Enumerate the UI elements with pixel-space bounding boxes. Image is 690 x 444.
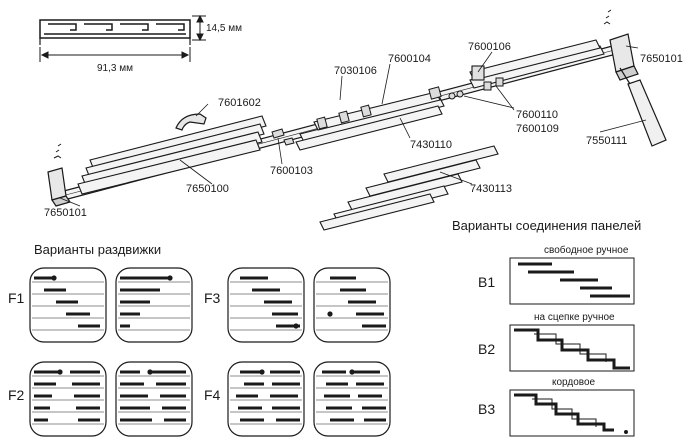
- joining-diagram-b3: [509, 389, 635, 437]
- joining-diagram-b1: [509, 257, 635, 305]
- profile-width-label: 91,3 мм: [97, 63, 133, 74]
- control-wand-7550111: [619, 67, 667, 147]
- profile-width-dimension: [39, 47, 191, 62]
- joining-label-b3: B3: [478, 401, 495, 417]
- joining-caption-b2: на сцепке ручное: [534, 312, 615, 323]
- sliding-panel-frame: [313, 267, 391, 343]
- sliding-panel-f1-b: [115, 267, 193, 343]
- sliding-variant-panels: [29, 267, 391, 437]
- sliding-panel-f3-a: [227, 267, 305, 343]
- label-7650101-bottom: 7650101: [44, 207, 87, 219]
- profile-height-label: 14,5 мм: [206, 23, 242, 34]
- panels-7430113: [319, 145, 499, 231]
- sliding-panel-frame: [29, 267, 107, 343]
- screw-right: [603, 9, 612, 25]
- label-7601602: 7601602: [218, 97, 261, 109]
- joining-variants-title: Варианты соединения панелей: [452, 218, 641, 233]
- joining-caption-b3: кордовое: [552, 377, 596, 388]
- sliding-wand-dot: [57, 369, 63, 375]
- label-7430110: 7430110: [410, 139, 452, 151]
- sliding-label-f1: F1: [8, 290, 25, 306]
- label-7550111: 7550111: [586, 135, 627, 147]
- profile-height-dimension: [192, 14, 206, 42]
- sliding-panel-frame: [29, 361, 107, 437]
- sliding-panel-frame: [115, 267, 193, 343]
- joining-label-b2: B2: [478, 341, 495, 357]
- sliding-wand-dot: [51, 275, 57, 281]
- joining-diagram-b2: [509, 324, 635, 372]
- sliding-panel-frame: [115, 361, 193, 437]
- sliding-label-f3: F3: [204, 290, 221, 306]
- label-7650101-top: 7650101: [640, 53, 683, 65]
- sliding-wand-dot: [293, 323, 299, 329]
- sliding-wand-dot: [327, 311, 333, 317]
- end-cap-right: [609, 33, 639, 81]
- sliding-wand-dot: [147, 369, 153, 375]
- profile-cross-section: [39, 19, 191, 45]
- sliding-panel-f2-b: [115, 361, 193, 437]
- label-7030106: 7030106: [334, 65, 377, 77]
- carrier-7650100: [77, 115, 267, 195]
- sliding-label-f4: F4: [204, 387, 221, 403]
- screw-left: [53, 143, 62, 159]
- sliding-wand-dot: [167, 275, 173, 281]
- end-cap-left: [47, 167, 71, 207]
- label-7600109: 7600109: [516, 123, 559, 135]
- joining-caption-b1: свободное ручное: [544, 244, 629, 256]
- label-7600104: 7600104: [388, 53, 431, 65]
- sliding-panel-f4-b: [313, 361, 391, 437]
- sliding-wand-dot: [259, 369, 265, 375]
- sliding-panel-frame: [227, 267, 305, 343]
- label-7600106: 7600106: [468, 41, 511, 53]
- sliding-variants-title: Варианты раздвижки: [34, 242, 161, 257]
- bracket-7601602: [175, 113, 207, 131]
- carriage-small-parts: [448, 77, 504, 100]
- sliding-panel-f3-b: [313, 267, 391, 343]
- sliding-panel-f1-a: [29, 267, 107, 343]
- sliding-panel-frame: [227, 361, 305, 437]
- leader-lines: [59, 45, 647, 207]
- connector-7600103: [271, 128, 295, 146]
- sliding-panel-f4-a: [227, 361, 305, 437]
- carriage-blocks: [316, 86, 442, 130]
- sliding-panel-f2-a: [29, 361, 107, 437]
- sliding-wand-dot: [349, 369, 355, 375]
- label-7650100: 7650100: [186, 183, 229, 195]
- joining-label-b1: B1: [478, 274, 495, 290]
- sliding-panel-frame: [313, 361, 391, 437]
- label-7600103: 7600103: [270, 165, 313, 177]
- label-7430113: 7430113: [470, 183, 512, 195]
- label-7600110: 7600110: [516, 109, 558, 121]
- sliding-label-f2: F2: [8, 387, 25, 403]
